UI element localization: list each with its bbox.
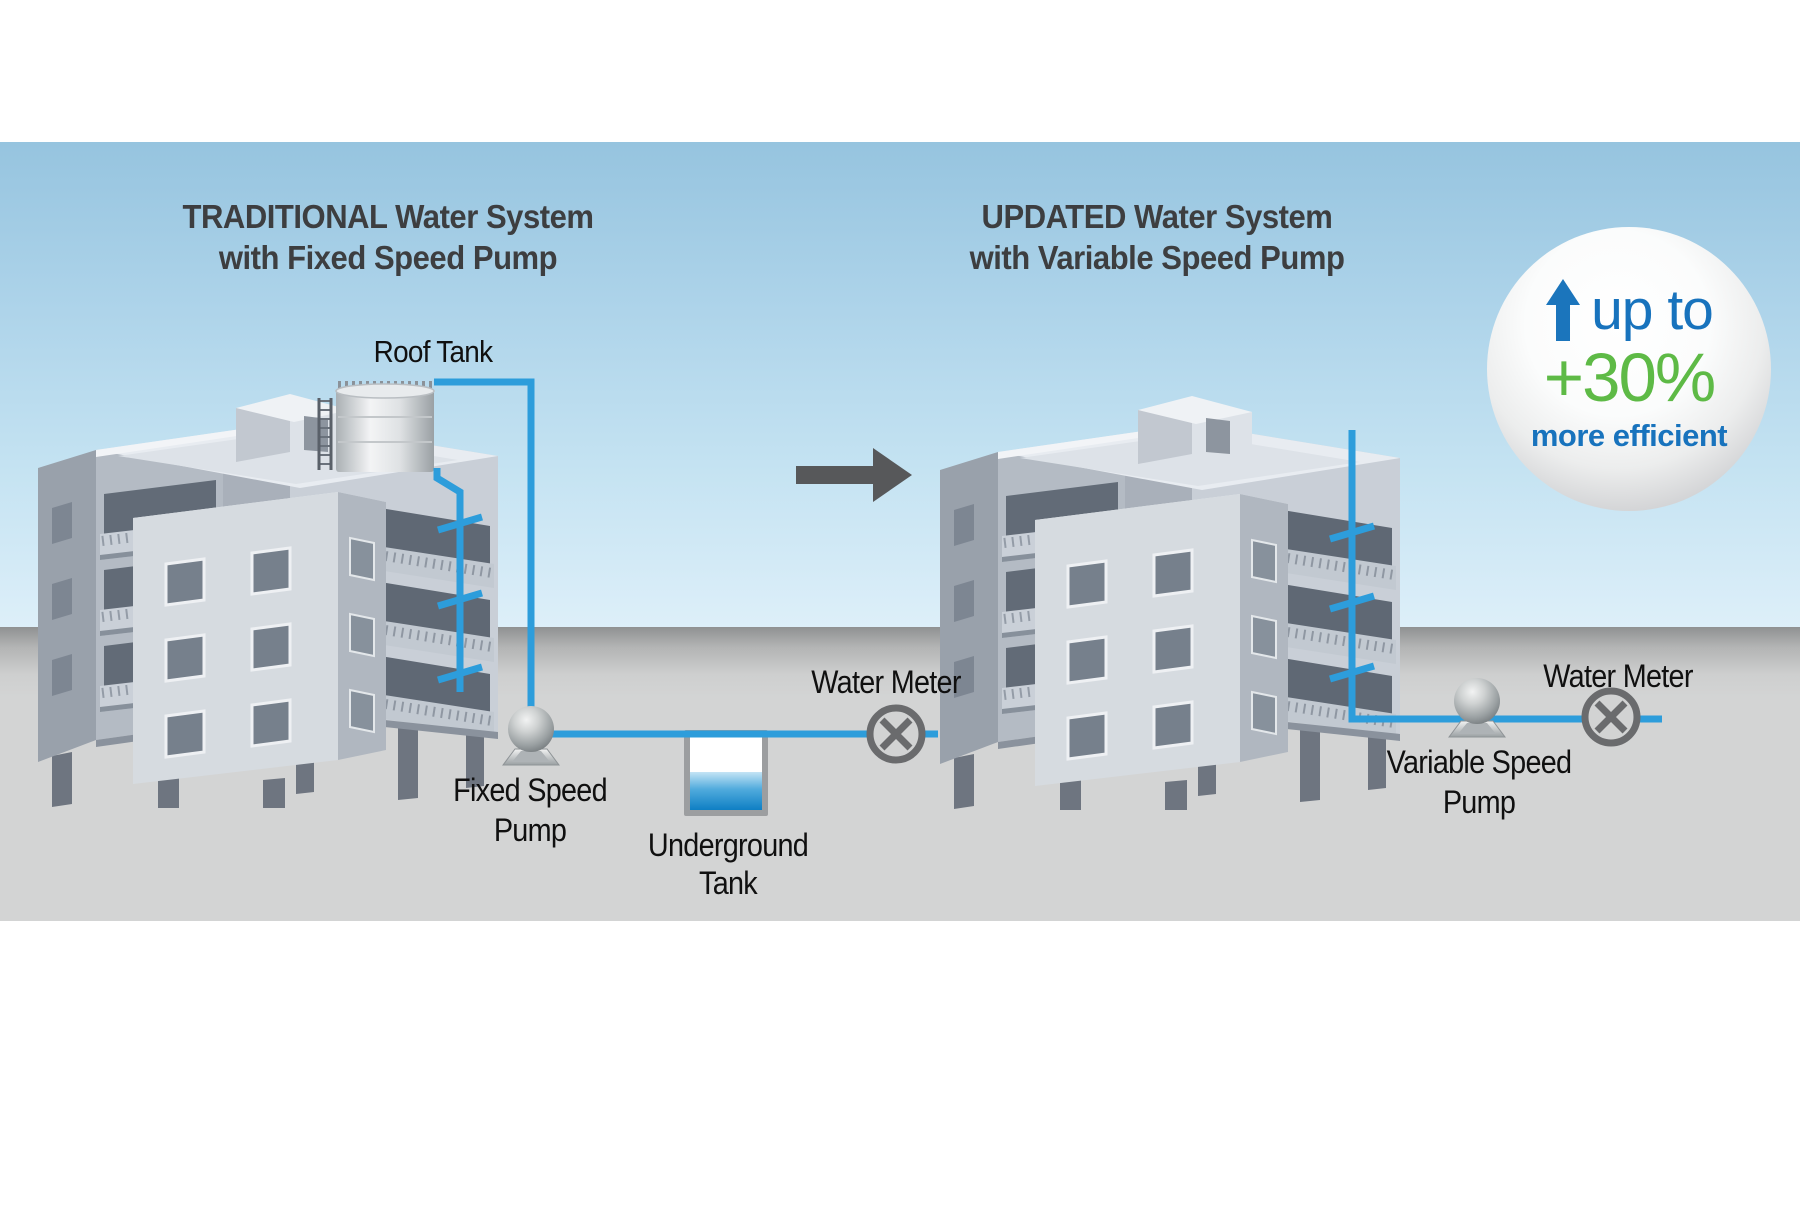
left-title-line2: with Fixed Speed Pump (218, 239, 558, 276)
variable-speed-pump-label-line2: Pump (1442, 784, 1516, 820)
apartment-building-right (940, 396, 1400, 810)
right-arrow-icon (796, 448, 912, 502)
fixed-speed-pump (502, 705, 560, 766)
right-system-title: UPDATED Water System with Variable Speed… (903, 196, 1411, 278)
variable-speed-pump (1448, 677, 1506, 738)
right-riser-and-street-pipe (1348, 430, 1662, 723)
fixed-speed-pump-label: Fixed Speed Pump (422, 770, 638, 850)
underground-tank (684, 730, 768, 816)
variable-speed-pump-label-line1: Variable Speed (1386, 744, 1572, 780)
left-system-title: TRADITIONAL Water System with Fixed Spee… (134, 196, 642, 278)
underground-tank-label: Underground Tank (611, 826, 845, 902)
underground-tank-label-line1: Underground (647, 827, 809, 863)
roof-tank-label: Roof Tank (373, 334, 493, 369)
right-floor-branch-1 (1329, 522, 1375, 543)
left-pipes (433, 378, 535, 707)
left-floor-branch-1 (437, 513, 483, 534)
badge-row-up-to: up to (1487, 277, 1771, 343)
left-title-line1: TRADITIONAL Water System (182, 198, 594, 235)
left-floor-branch-3 (437, 663, 483, 684)
water-meter-label-right: Water Meter (1543, 658, 1693, 694)
left-riser-pipe (433, 468, 464, 692)
right-floor-branch-2 (1329, 592, 1375, 613)
right-title-line1: UPDATED Water System (981, 198, 1333, 235)
right-title-line2: with Variable Speed Pump (969, 239, 1345, 276)
water-meter-icon-right (1585, 691, 1637, 743)
efficiency-badge: up to +30% more efficient (1487, 227, 1771, 511)
right-pipes (1329, 430, 1662, 723)
roof-tank (317, 381, 435, 472)
left-floor-branch-2 (437, 589, 483, 610)
fixed-speed-pump-label-line2: Pump (493, 812, 567, 848)
left-rooftank-downpipe (434, 378, 535, 707)
water-meter-label-left: Water Meter (811, 664, 961, 700)
badge-prefix: up to (1591, 277, 1714, 342)
fixed-speed-pump-label-line1: Fixed Speed (453, 772, 608, 808)
badge-value: +30% (1543, 339, 1716, 416)
variable-speed-pump-label: Variable Speed Pump (1371, 742, 1587, 822)
badge-suffix: more efficient (1530, 418, 1728, 453)
water-meter-icon-left (870, 708, 922, 760)
underground-tank-label-line2: Tank (699, 865, 758, 901)
up-arrow-icon (1546, 279, 1581, 341)
right-floor-branch-3 (1329, 662, 1375, 683)
